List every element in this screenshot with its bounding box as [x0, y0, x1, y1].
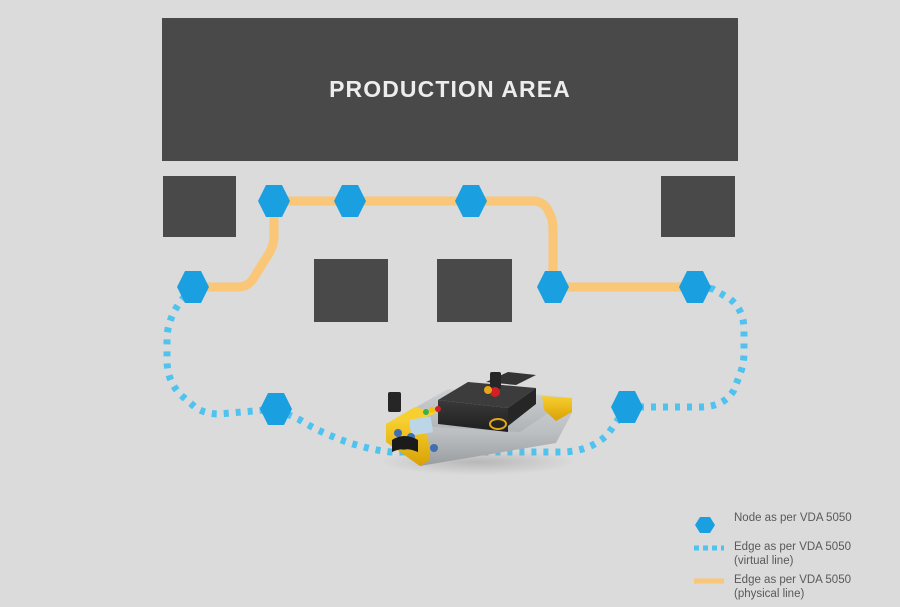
agv-vehicle — [380, 372, 576, 475]
agv-post-rear — [490, 372, 501, 389]
machine-center-left — [314, 259, 388, 322]
machine-center-right — [437, 259, 512, 322]
node-right-outer[interactable] — [679, 271, 711, 303]
legend-node-mark — [694, 512, 734, 535]
machine-top-left — [163, 176, 236, 237]
legend-item-virtual-edge: Edge as per VDA 5050 (virtual line) — [694, 541, 894, 568]
node-bottom-right[interactable] — [611, 391, 643, 423]
agv-badge-left — [394, 429, 402, 437]
legend-virtual-mark — [694, 541, 734, 552]
legend-physical-mark — [694, 574, 734, 585]
agv-top-module-side — [508, 388, 536, 426]
agv-post-front — [388, 392, 401, 412]
legend-item-node: Node as per VDA 5050 — [694, 512, 894, 535]
production-area-label: PRODUCTION AREA — [329, 76, 571, 102]
agv-top-module-top — [438, 382, 536, 408]
edge-physical-topright-to-rightinner — [471, 196, 558, 287]
node-right-inner[interactable] — [537, 271, 569, 303]
legend-node-label: Node as per VDA 5050 — [734, 512, 852, 524]
agv-lamp-green — [423, 409, 429, 415]
nodes-group — [177, 185, 711, 425]
virtual-edges-group — [163, 283, 748, 456]
node-bottom-left[interactable] — [260, 393, 292, 425]
agv-estop-rear[interactable] — [490, 387, 500, 397]
node-top-mid[interactable] — [334, 185, 366, 217]
edge-virtual-bottom-run — [274, 404, 630, 456]
node-top-left[interactable] — [258, 185, 290, 217]
agv-hmi-screen — [409, 416, 433, 436]
node-left[interactable] — [177, 271, 209, 303]
legend-physical-label: Edge as per VDA 5050 (physical line) — [734, 574, 851, 600]
agv-badge-right — [430, 444, 438, 452]
agv-lamp-yellow — [429, 407, 435, 413]
hexagon-icon — [695, 517, 715, 533]
legend-virtual-label: Edge as per VDA 5050 (virtual line) — [734, 541, 851, 567]
solid-line-icon — [694, 578, 724, 584]
production-area: PRODUCTION AREA — [162, 18, 738, 161]
physical-edges-group — [193, 196, 695, 292]
node-top-right[interactable] — [455, 185, 487, 217]
agv-estop-collar — [484, 386, 492, 394]
dotted-line-icon — [694, 545, 724, 551]
agv-rear-bumper — [542, 396, 572, 421]
edge-virtual-bottomright-to-rightouter — [627, 283, 748, 411]
machine-top-right — [661, 176, 735, 237]
agv-side-ring — [489, 418, 507, 430]
agv-lamp-red — [435, 406, 441, 412]
legend: Node as per VDA 5050 Edge as per VDA 505… — [694, 512, 894, 607]
legend-item-physical-edge: Edge as per VDA 5050 (physical line) — [694, 574, 894, 601]
agv-scanner — [392, 436, 418, 452]
edge-physical-left-to-topleft — [193, 201, 279, 292]
edge-virtual-left-to-bottomleft — [163, 284, 277, 418]
